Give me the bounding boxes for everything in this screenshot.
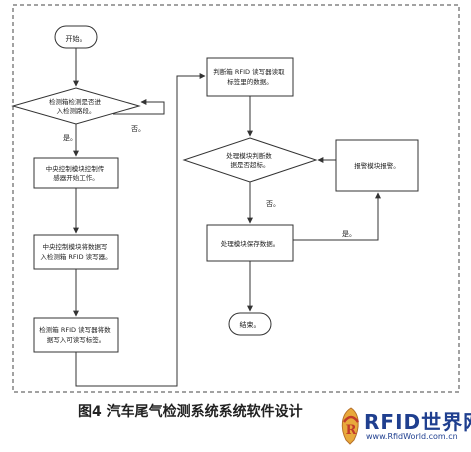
yes-label-1: 是。 <box>63 134 77 142</box>
logo-url: www.RfidWorld.com.cn <box>366 432 458 441</box>
alarm-box <box>335 139 419 192</box>
rfid-write-tag-label: 检测箱 RFID 读写器将数 据写入可读写标签。 <box>39 325 112 344</box>
end-node <box>228 312 272 336</box>
check-path-decision <box>11 87 141 125</box>
process-judge-label: 处理模块判断数 据是否超标。 <box>226 151 274 169</box>
figure-caption: 图4 汽车尾气检测系统系统软件设计 <box>78 404 303 420</box>
no-label-1: 否。 <box>131 125 145 133</box>
svg-text:R: R <box>346 423 357 438</box>
judge-read-label: 判断箱 RFID 读写器读取 标签里的数据。 <box>213 67 286 86</box>
rfid-write-tag-box <box>33 317 119 353</box>
rfid-world-logo: R RFID世界网 www.RfidWorld.com.cn <box>336 404 471 450</box>
central-write-label: 中央控制模块将数据写 入检测箱 RFID 读写器。 <box>40 242 111 261</box>
check-path-label: 检测箱检测是否进 入检测路段。 <box>49 97 103 115</box>
yes-label-2: 是。 <box>342 230 356 238</box>
edge-no-loop <box>113 99 165 115</box>
central-start-box <box>33 157 119 189</box>
central-write-box <box>33 234 119 270</box>
end-label: 结束。 <box>240 320 261 329</box>
start-label: 开始。 <box>66 34 87 43</box>
central-start-label: 中央控制模块控制传 感器开始工作。 <box>46 164 107 182</box>
process-save-label: 处理模块保存数据。 <box>221 239 280 248</box>
rfid-logo-icon: R <box>341 407 360 445</box>
edge-ps-alarm <box>293 192 381 241</box>
process-save-box <box>206 224 294 262</box>
edge-left-to-right <box>75 73 206 387</box>
alarm-label: 报警模块报警。 <box>354 161 400 170</box>
logo-text: RFID世界网 <box>364 410 471 434</box>
judge-read-box <box>206 57 294 97</box>
no-label-2: 否。 <box>266 200 280 208</box>
process-judge-decision <box>182 137 318 183</box>
dashed-frame <box>12 4 460 393</box>
